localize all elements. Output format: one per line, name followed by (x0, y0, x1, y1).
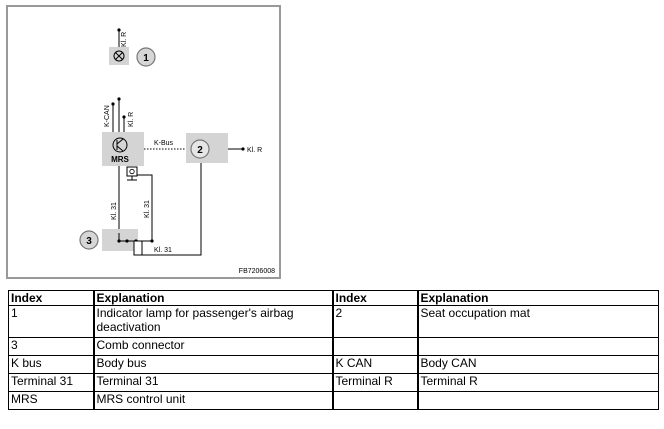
legend-header-row: Index Explanation Index Explanation (8, 290, 659, 306)
kl-31-left-label: Kl. 31 (111, 202, 118, 220)
index-cell: 3 (8, 337, 94, 356)
kl-r-mid-label: Kl. R (128, 112, 135, 127)
header-explanation: Explanation (416, 290, 659, 306)
index-cell: MRS (8, 391, 94, 410)
index-cell: Terminal R (331, 373, 418, 392)
callout-1: 1 (136, 47, 156, 67)
explanation-cell (416, 337, 659, 356)
mrs-label: MRS (111, 155, 129, 164)
kl-r-top-label: Kl. R (121, 32, 128, 47)
header-index: Index (8, 290, 94, 306)
comb-connector (102, 229, 154, 256)
explanation-cell (416, 391, 659, 410)
svg-text:1: 1 (143, 53, 149, 64)
kl-31-bottom-label: Kl. 31 (154, 247, 172, 254)
seat-occupation-mat: 2 (186, 133, 228, 163)
index-cell: 1 (8, 305, 94, 338)
table-row: K bus Body bus K CAN Body CAN (8, 355, 659, 374)
index-cell (331, 391, 418, 410)
header-index: Index (331, 290, 418, 306)
indicator-lamp (109, 28, 129, 65)
legend-table: Index Explanation Index Explanation 1 In… (8, 290, 659, 410)
table-row: 3 Comb connector (8, 337, 659, 356)
explanation-cell: MRS control unit (92, 391, 333, 410)
svg-text:3: 3 (86, 236, 92, 247)
kl-31-right-label: Kl. 31 (144, 200, 151, 218)
index-cell: K bus (8, 355, 94, 374)
index-cell: K CAN (331, 355, 418, 374)
mrs-control-unit: MRS (102, 132, 144, 166)
k-can-label: K-CAN (104, 105, 111, 127)
table-row: MRS MRS control unit (8, 391, 659, 410)
wiring-diagram: Kl. R 1 K-CAN Kl. R MRS K-Bus 2 Kl. R Kl… (6, 5, 281, 279)
explanation-cell: Terminal 31 (92, 373, 333, 392)
table-row: Terminal 31 Terminal 31 Terminal R Termi… (8, 373, 659, 392)
callout-2: 2 (197, 145, 203, 156)
k-bus-label: K-Bus (154, 140, 174, 147)
header-explanation: Explanation (92, 290, 333, 306)
explanation-cell: Seat occupation mat (416, 305, 659, 338)
explanation-cell: Body bus (92, 355, 333, 374)
explanation-cell: Terminal R (416, 373, 659, 392)
index-cell: Terminal 31 (8, 373, 94, 392)
explanation-cell: Body CAN (416, 355, 659, 374)
index-cell (331, 337, 418, 356)
explanation-cell: Indicator lamp for passenger's airbag de… (92, 305, 333, 338)
callout-3: 3 (79, 230, 99, 250)
table-row: 1 Indicator lamp for passenger's airbag … (8, 305, 659, 338)
kl-r-right-label: Kl. R (247, 147, 262, 154)
index-cell: 2 (331, 305, 418, 338)
explanation-cell: Comb connector (92, 337, 333, 356)
figure-code: FB7206008 (239, 268, 275, 275)
